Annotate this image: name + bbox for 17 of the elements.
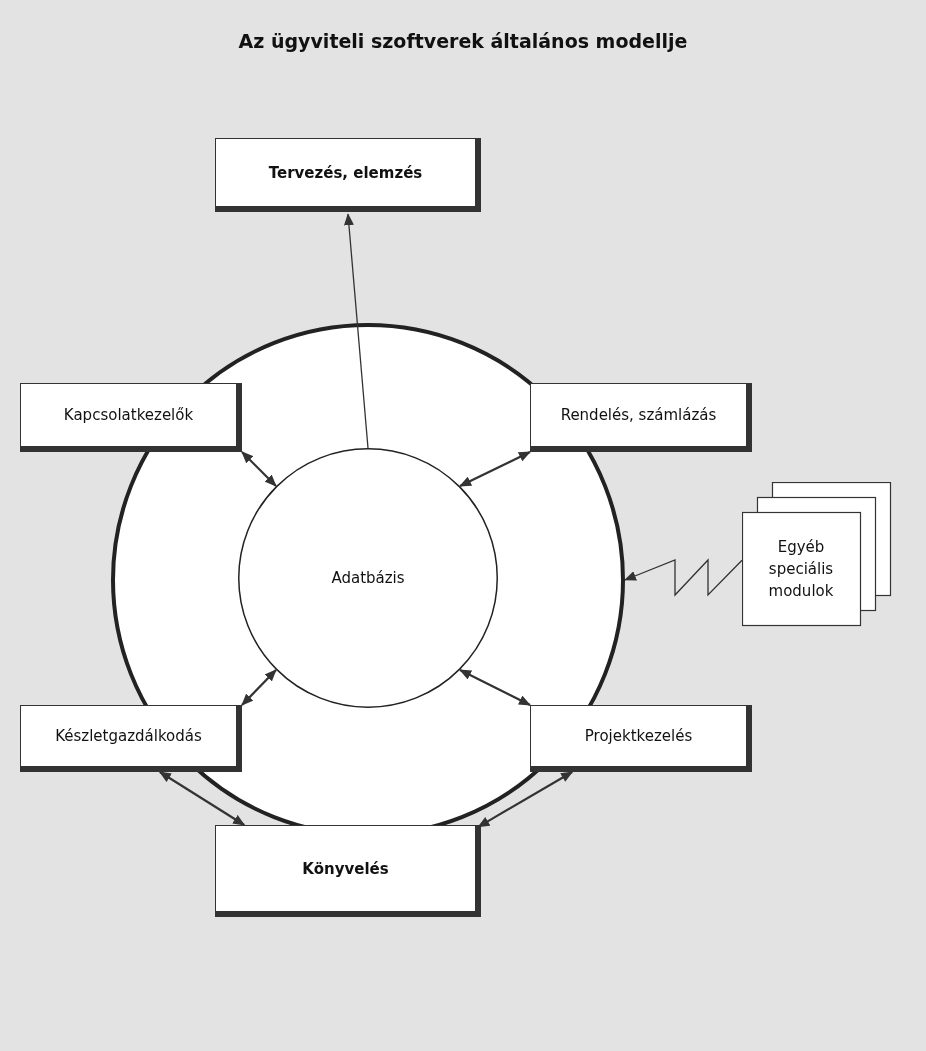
- double-arrow: [159, 771, 246, 826]
- double-arrow: [241, 669, 277, 706]
- zigzag-arrow: [624, 558, 743, 597]
- module-box: Projektkezelés: [530, 705, 752, 772]
- module-box: Könyvelés: [215, 825, 481, 917]
- double-arrow: [459, 669, 531, 706]
- double-arrow: [459, 451, 531, 487]
- arrow: [343, 213, 369, 449]
- double-arrow: [477, 771, 574, 828]
- module-box: Kapcsolatkezelők: [20, 383, 242, 452]
- module-box: Rendelés, számlázás: [530, 383, 752, 452]
- circle-label: Adatbázis: [331, 569, 405, 587]
- module-box: Készletgazdálkodás: [20, 705, 242, 772]
- diagram-title: Az ügyviteli szoftverek általános modellje: [237, 30, 689, 52]
- module-label: Egyéb speciális modulok: [767, 537, 835, 602]
- module-box: Tervezés, elemzés: [215, 138, 481, 212]
- double-arrow: [241, 451, 277, 487]
